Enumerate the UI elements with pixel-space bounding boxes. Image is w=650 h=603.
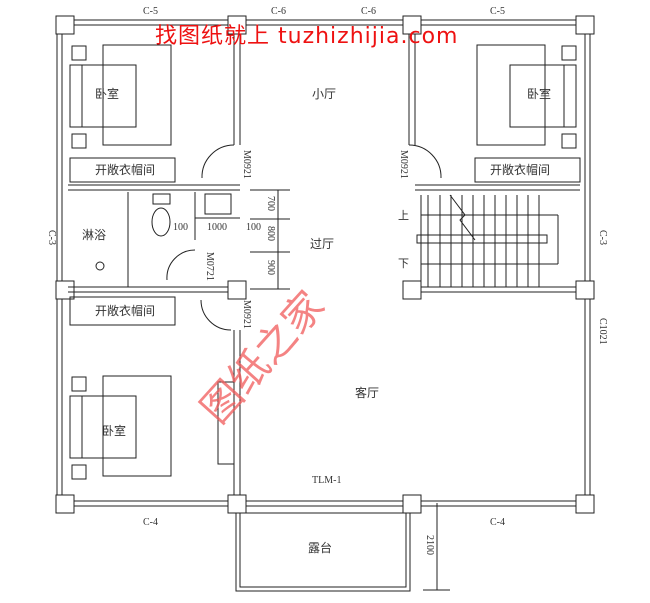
room-label-closet-nw: 开敞衣帽间 (95, 163, 156, 177)
window-tag-c5-left: C-5 (143, 6, 158, 17)
dimension-700: 700 (265, 196, 276, 211)
window-tag-c4-left: C-4 (143, 517, 158, 528)
window-tag-c3-right: C-3 (597, 230, 608, 245)
window-tag-c4-right: C-4 (490, 517, 505, 528)
room-label-shower: 淋浴 (82, 228, 107, 242)
room-label-closet-ne: 开敞衣帽间 (490, 163, 551, 177)
room-label-bedroom-nw: 卧室 (95, 87, 120, 101)
room-label-corridor-hall: 过厅 (310, 237, 335, 251)
door-tag-ne: M0921 (398, 150, 409, 179)
stair-down-label: 下 (398, 257, 409, 270)
door-tag-bath: M0721 (204, 252, 215, 281)
room-label-small-hall: 小厅 (312, 87, 337, 101)
window-tag-c6-right: C-6 (361, 6, 376, 17)
dimension-100-left: 100 (173, 222, 188, 233)
dimension-900: 900 (265, 260, 276, 275)
room-label-bedroom-sw: 卧室 (102, 424, 127, 438)
dimension-800: 800 (265, 226, 276, 241)
room-label-bedroom-ne: 卧室 (527, 87, 552, 101)
door-tag-w: M0921 (241, 300, 252, 329)
room-label-living-room: 客厅 (355, 386, 380, 400)
window-tag-c6-left: C-6 (271, 6, 286, 17)
room-label-terrace: 露台 (308, 541, 333, 555)
room-label-closet-w: 开敞衣帽间 (95, 304, 156, 318)
dimension-2100: 2100 (424, 535, 435, 555)
dimension-1000: 1000 (207, 222, 227, 233)
window-tag-c5-right: C-5 (490, 6, 505, 17)
watermark-top: 找图纸就上 tuzhizhijia.com (155, 24, 459, 49)
dimension-100-right: 100 (246, 222, 261, 233)
door-tag-sliding: TLM-1 (312, 475, 342, 486)
window-tag-c1021: C1021 (597, 318, 608, 345)
window-tag-c3-left: C-3 (46, 230, 57, 245)
door-tag-nw: M0921 (241, 150, 252, 179)
stair-up-label: 上 (398, 209, 409, 222)
